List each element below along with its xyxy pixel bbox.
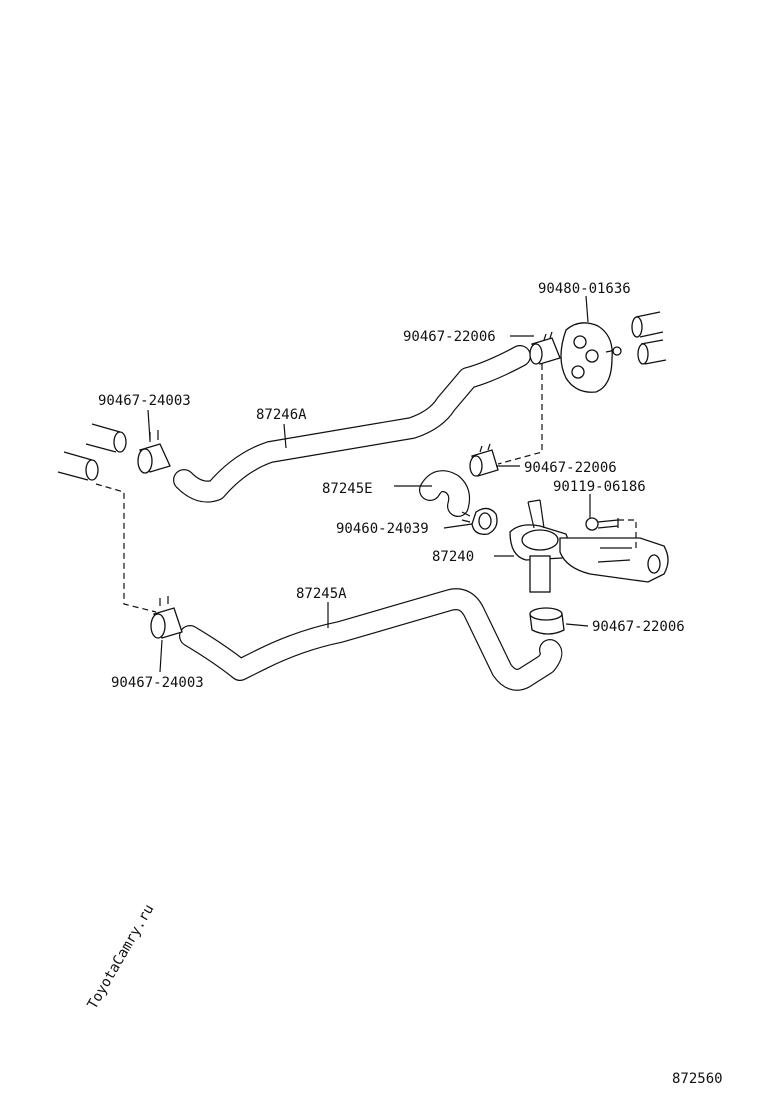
label-90119-06186: 90119-06186 bbox=[553, 479, 646, 495]
clamp-90467-22006-top bbox=[529, 331, 561, 365]
clamp-90467-22006-lower bbox=[529, 607, 565, 635]
hose-87245A bbox=[179, 588, 563, 691]
clamp-90467-24003-lower bbox=[150, 596, 183, 639]
clamp-90467-22006-mid bbox=[469, 443, 499, 477]
diagram-number: 872560 bbox=[672, 1071, 723, 1087]
hose-87246A bbox=[173, 345, 531, 503]
connection-lines bbox=[95, 364, 637, 613]
watermark: ToyotaCamry.ru bbox=[85, 902, 158, 1012]
pipe-stubs-top-right bbox=[631, 311, 667, 365]
clamp-90467-24003-upper bbox=[137, 430, 171, 474]
label-90467-24003-lower: 90467-24003 bbox=[111, 675, 204, 691]
label-90480-01636: 90480-01636 bbox=[538, 281, 631, 297]
leader-lines bbox=[147, 295, 591, 673]
label-90467-22006-lower: 90467-22006 bbox=[592, 619, 685, 635]
pipe-stubs-left bbox=[57, 423, 127, 481]
hose-87245E bbox=[419, 470, 471, 517]
label-90467-22006-top: 90467-22006 bbox=[403, 329, 496, 345]
label-90467-24003-upper: 90467-24003 bbox=[98, 393, 191, 409]
label-87245E: 87245E bbox=[322, 481, 373, 497]
bolt-90119-06186 bbox=[585, 517, 619, 531]
label-87240: 87240 bbox=[432, 549, 474, 565]
label-90467-22006-mid: 90467-22006 bbox=[524, 460, 617, 476]
clamp-90460-24039 bbox=[461, 507, 498, 535]
valve-87240 bbox=[509, 499, 669, 593]
label-87245A: 87245A bbox=[296, 586, 347, 602]
label-87246A: 87246A bbox=[256, 407, 307, 423]
label-90460-24039: 90460-24039 bbox=[336, 521, 429, 537]
gasket-90480-01636 bbox=[560, 322, 622, 393]
